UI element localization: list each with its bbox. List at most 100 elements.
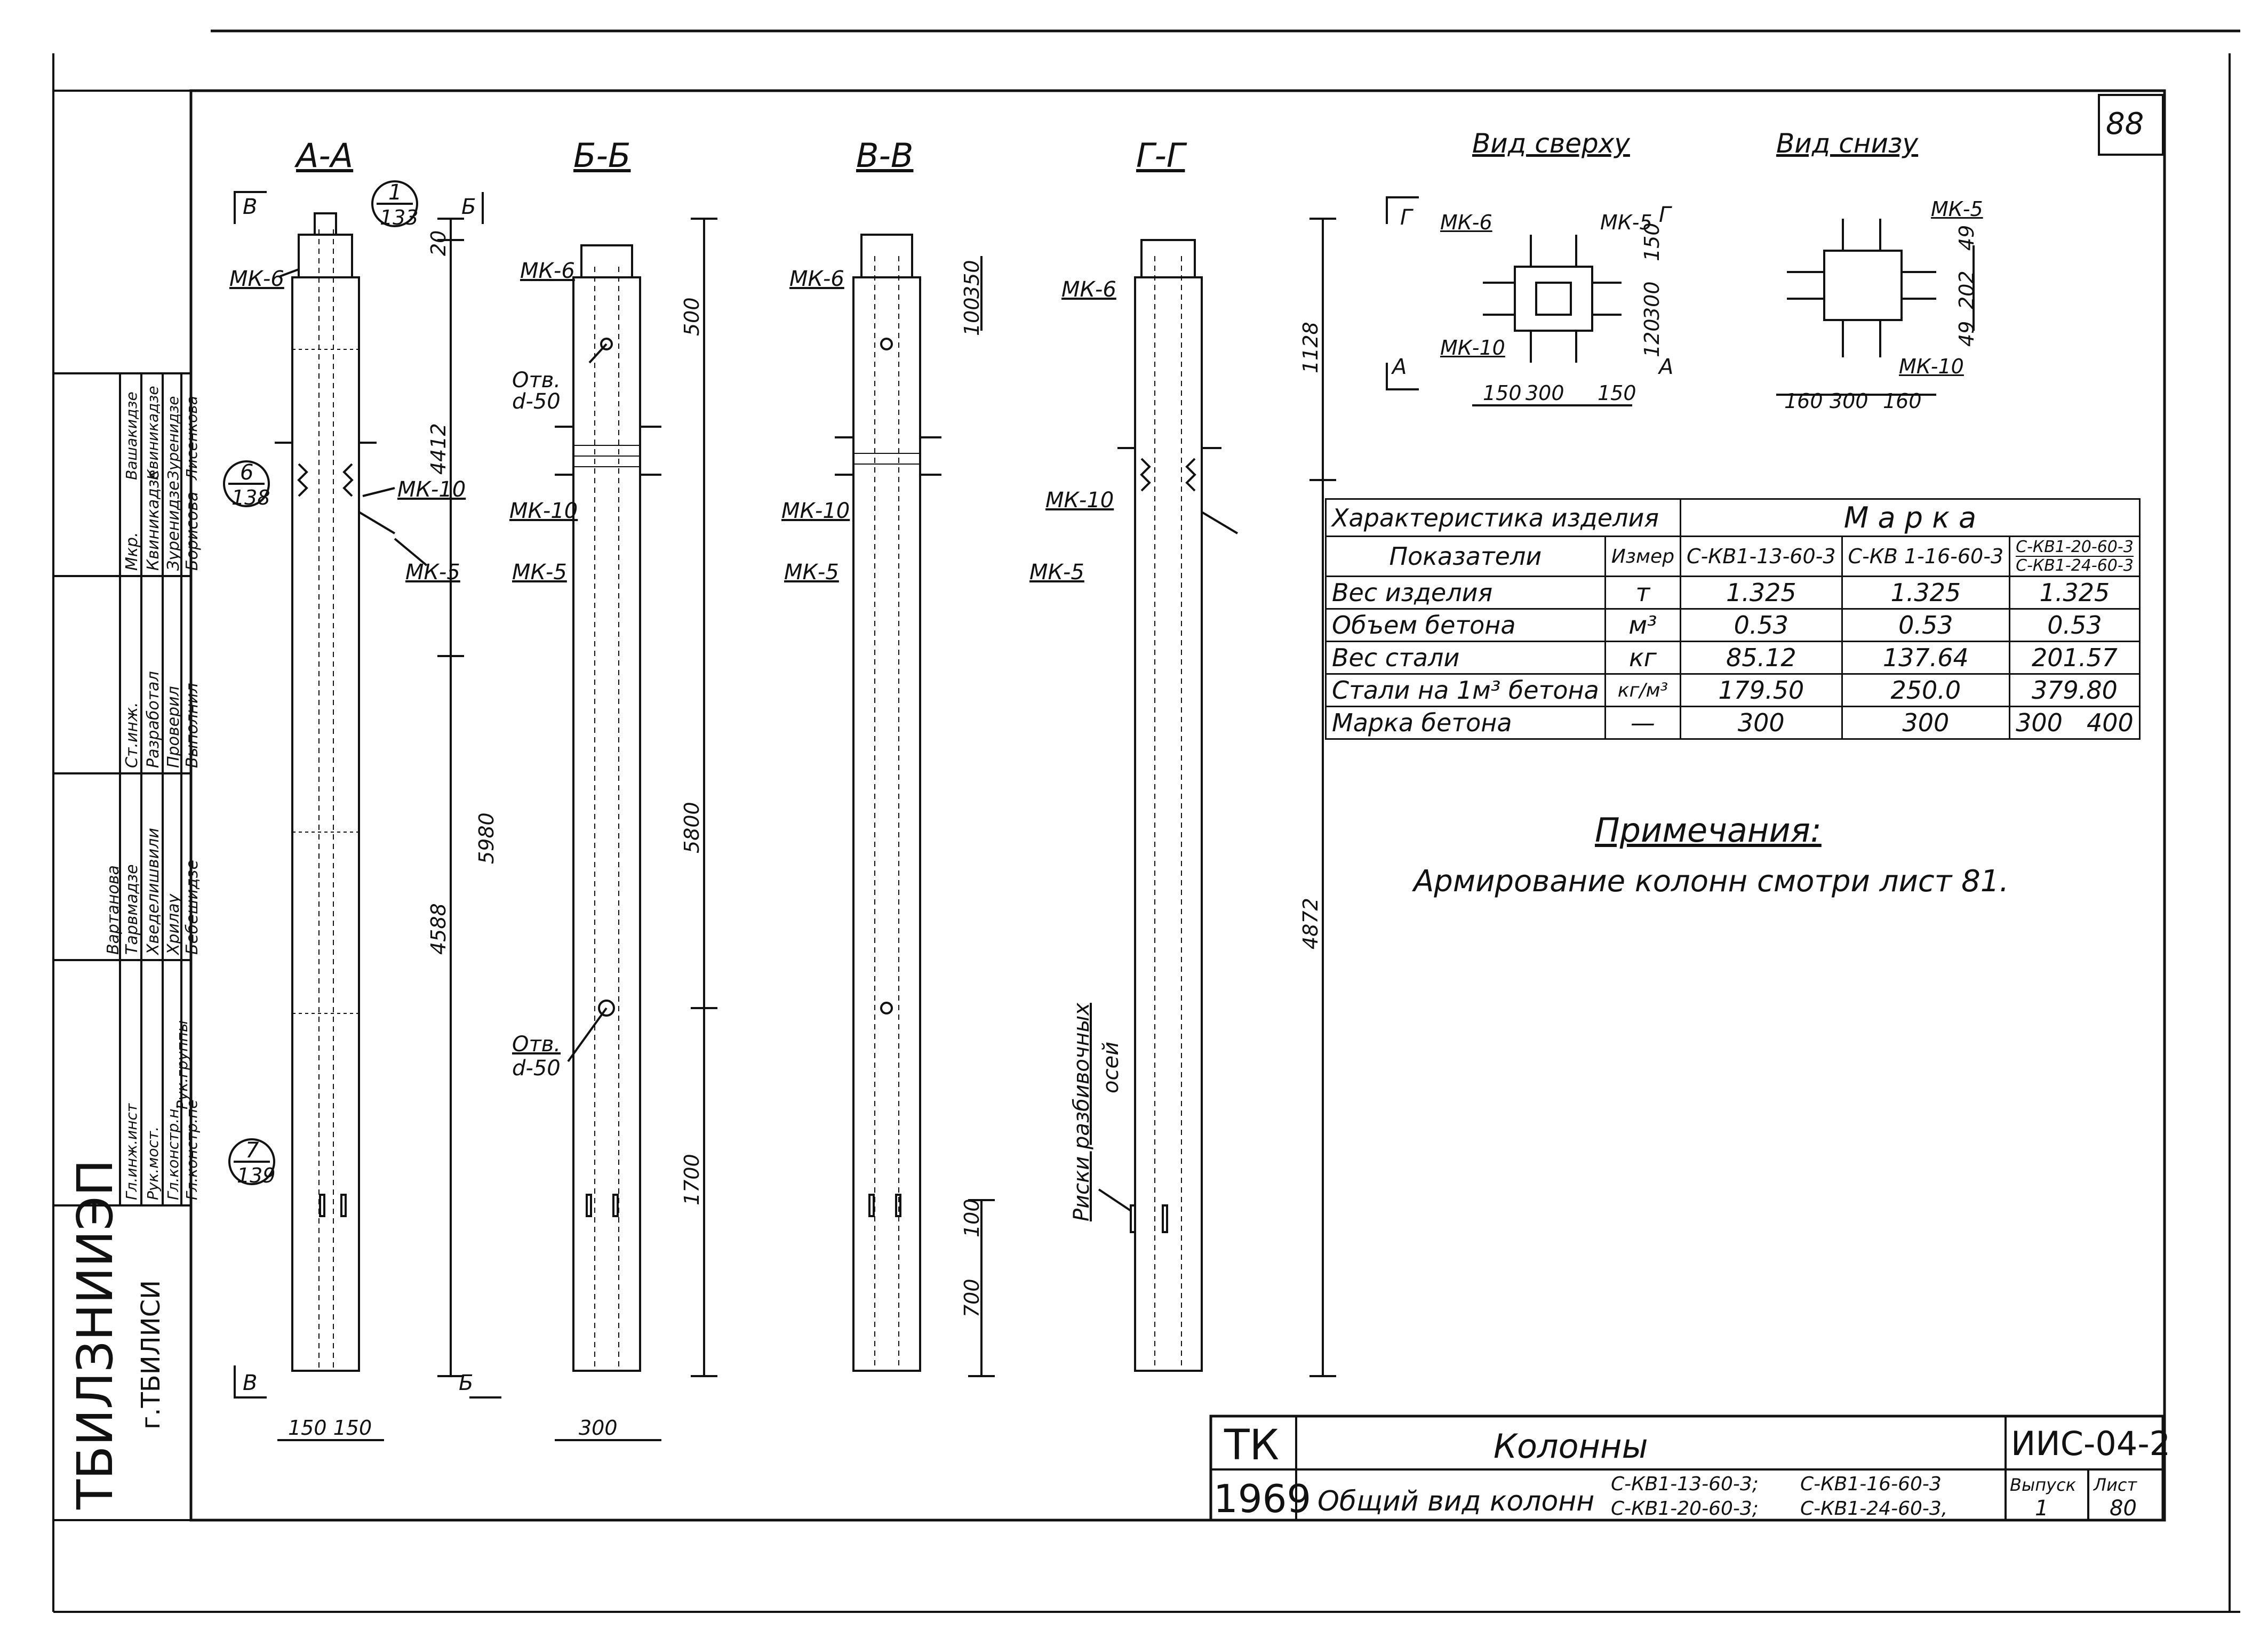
callout-circle-6 [223,460,270,507]
stamp-col4-1: Квиникадзе [144,469,163,571]
view-title-top: Вид сверху [1472,128,1630,159]
notes-text: Армирование колонн смотри лист 81. [1413,864,2009,899]
row-v3: 201.57 [2009,641,2141,675]
label-hole-d-b2: d-50 [512,1056,561,1081]
table-row: Вес стали кг 85.12 137.64 201.57 [1325,641,2141,675]
stamp-col1-1: Рук.мост. [144,1126,162,1200]
titleblock-vypusk-label: Выпуск [2010,1475,2076,1495]
row-v1: 0.53 [1680,608,1843,642]
top-label-mk5: МК-5 [1600,211,1652,234]
callout-circle-7 [228,1138,275,1185]
stamp-col3-1: Разработал [144,671,163,768]
row-v3: 300 [2016,708,2063,737]
bot-dim-160: 160 [1784,389,1823,413]
table-col-indicator: Показатели [1325,536,1606,577]
bot-label-mk5: МК-5 [1931,197,1983,221]
row-unit: т [1604,576,1682,610]
stamp-col5-2: Зуренидзе [164,396,182,481]
dim-5980: 5980 [475,812,498,864]
row-name: Стали на 1м³ бетона [1325,673,1606,707]
column-a [234,191,501,1441]
row-v1: 179.50 [1680,673,1843,707]
label-risk-1: Риски разбивочных [1069,1003,1094,1221]
row-v2: 250.0 [1841,673,2011,707]
bot-dim-160b: 160 [1883,389,1922,413]
titleblock-list: 80 [2110,1496,2137,1521]
stamp-col2-1: Хведелишвили [144,828,163,955]
table-row: Стали на 1м³ бетона кг/м³ 179.50 250.0 3… [1325,673,2141,707]
stamp-col2-0: Тарвмадзе [123,864,141,955]
section-title-b: Б-Б [573,136,631,175]
titleblock-tk: ТК [1224,1421,1280,1469]
label-hole-b2: Отв. [512,1032,561,1057]
dim-5800: 5800 [680,802,704,853]
top-dim-150b: 150 [1598,381,1636,405]
row-v2: 300 [1841,706,2011,740]
stamp-col2-4: Вартанова [104,865,123,955]
titleblock-vypusk: 1 [2035,1496,2049,1521]
callout-6-bottom: 138 [231,486,270,509]
titleblock-mark-1: С-КВ1-13-60-3; [1611,1473,1759,1495]
row-v2: 1.325 [1841,576,2011,610]
dim-20: 20 [427,230,450,256]
stamp-col5-3: Лисенкова [183,396,201,480]
top-label-mk6: МК-6 [1440,211,1492,234]
label-mk5-v: МК-5 [784,560,839,585]
table-header-main: Характеристика изделия [1324,498,1682,537]
label-mk6-v: МК-6 [789,267,844,291]
label-mk5-a: МК-5 [405,560,460,585]
row-name: Вес стали [1325,641,1606,675]
callout-1-top: 1 [388,180,402,205]
dim-1128: 1128 [1299,322,1322,373]
titleblock-list-label: Лист [2094,1475,2137,1495]
view-title-bottom: Вид снизу [1776,128,1919,159]
table-col-1: С-КВ1-13-60-3 [1680,536,1843,577]
section-mark-b-bottom: Б [459,1371,474,1395]
row-unit: м³ [1604,608,1682,642]
titleblock-title: Колонны [1494,1427,1648,1466]
top-dim-300: 300 [1526,381,1564,405]
label-mk10-v: МК-10 [781,499,850,523]
stamp-col2-3: Бебешидзе [183,859,202,955]
properties-table: Характеристика изделия М а р к а Показат… [1324,498,2141,740]
row-v2: 0.53 [1841,608,2011,642]
page-number: 88 [2106,107,2144,141]
top-sec-g-left: Г [1400,205,1412,230]
callout-6-top: 6 [240,460,254,485]
titleblock-subtitle: Общий вид колонн [1317,1485,1595,1517]
label-mk10-g: МК-10 [1045,488,1114,513]
stamp-col5-0: Вашакидзе [123,391,140,480]
dim-4872: 4872 [1299,898,1322,949]
column-g [1117,218,1336,1377]
dim-300: 300 [579,1416,618,1440]
dim-500: 500 [680,297,704,336]
stamp-col3-2: Проверил [164,686,183,768]
label-mk6-g: МК-6 [1061,277,1116,302]
column-v [835,234,995,1377]
dim-100b: 100 [960,1198,984,1237]
callout-7-top: 7 [245,1138,259,1163]
section-title-g: Г-Г [1136,136,1185,175]
titleblock-mark-3: С-КВ1-20-60-3; [1611,1498,1759,1520]
top-side-120: 120 [1640,318,1664,357]
row-v1: 1.325 [1680,576,1843,610]
stamp-col4-3: Борисова [183,491,202,571]
label-mk6-b: МК-6 [520,259,575,283]
row-v1: 85.12 [1680,641,1843,675]
label-mk10-a: МК-10 [397,477,466,502]
top-view-lines [1386,196,1632,406]
callout-1-bottom: 133 [380,206,419,229]
row-v3: 379.80 [2009,673,2141,707]
callout-7-bottom: 139 [237,1164,276,1187]
top-sec-g-right: Г [1659,203,1671,227]
stamp-col1-2: Гл.констр.н. [164,1104,182,1200]
label-hole-d-b1: d-50 [512,389,561,414]
dim-100a: 100 [960,297,984,336]
row-v2: 137.64 [1841,641,2011,675]
row-v3: 0.53 [2009,608,2141,642]
stamp-col4-2: Зуренидзе [164,481,183,571]
label-mk6-a: МК-6 [229,267,284,291]
top-side-150: 150 [1640,222,1664,261]
titleblock-mark-4: С-КВ1-24-60-3, [1800,1498,1948,1520]
